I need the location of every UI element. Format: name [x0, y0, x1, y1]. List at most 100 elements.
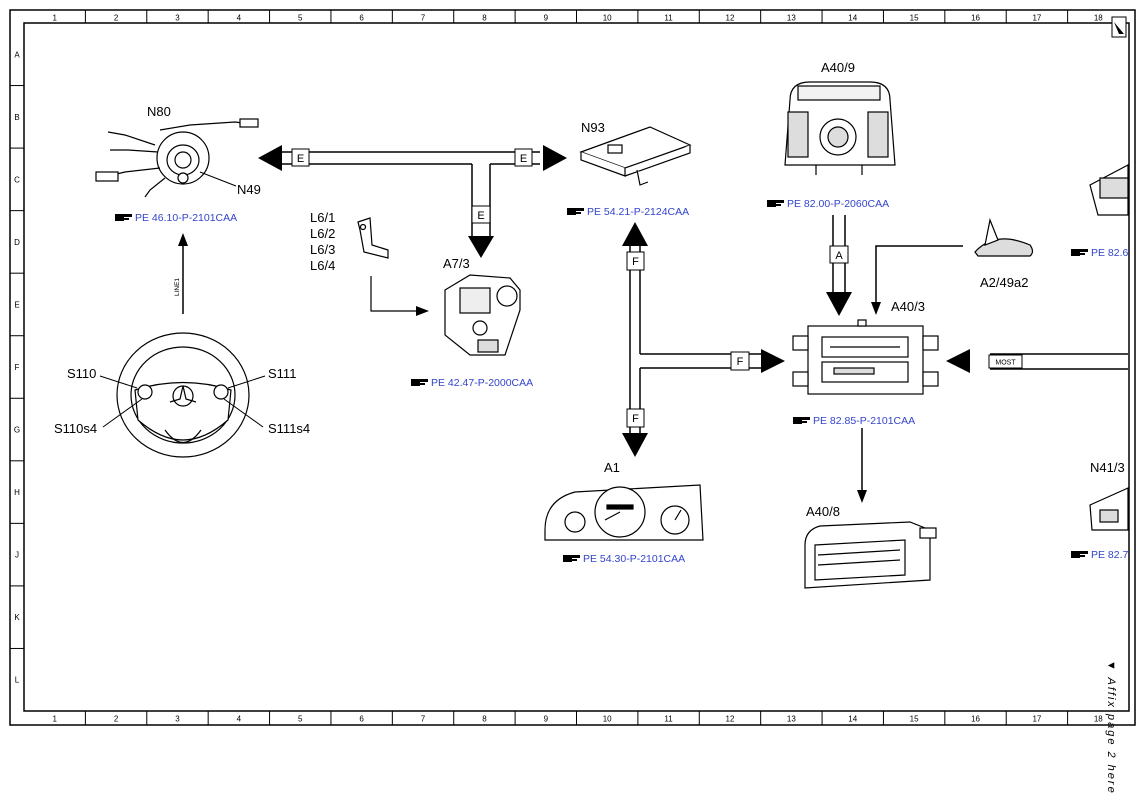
grid-column-label: 6 [359, 715, 364, 724]
grid-column-label: 2 [114, 715, 119, 724]
grid-column-label: 3 [175, 715, 180, 724]
ref-a40-9[interactable]: PE 82.00-P-2060CAA [767, 198, 889, 210]
grid-column-label: 4 [237, 715, 242, 724]
leader-lines [99, 171, 266, 428]
grid-labels: 1122334455667788991010111112121313141415… [14, 14, 1103, 724]
grid-row-label: E [14, 300, 19, 309]
grid-row-label: B [14, 113, 19, 122]
bus-label-e-right: E [514, 148, 533, 167]
ref-right-top-text[interactable]: PE 82.6 [1091, 247, 1129, 259]
grid-column-label: 13 [787, 14, 796, 23]
grid-row-label: C [14, 175, 20, 184]
grid-column-label: 10 [603, 715, 612, 724]
grid-column-label: 1 [52, 14, 57, 23]
label-n93: N93 [581, 120, 605, 135]
arrowheads [178, 145, 970, 503]
grid-column-label: 3 [175, 14, 180, 23]
grid-column-label: 4 [237, 14, 242, 23]
right-device-bottom-drawing [1089, 487, 1129, 531]
ref-n93-text[interactable]: PE 54.21-P-2124CAA [587, 206, 689, 218]
n80-drawing [95, 118, 259, 198]
svg-text:E: E [297, 153, 304, 165]
grid-column-label: 16 [971, 14, 980, 23]
ref-a7-3[interactable]: PE 42.47-P-2000CAA [411, 377, 533, 389]
grid-row-label: D [14, 238, 20, 247]
label-a2-49a2: A2/49a2 [980, 275, 1028, 290]
right-device-top-drawing [1089, 164, 1129, 216]
grid-row-label: J [15, 551, 19, 560]
label-s111: S111 [268, 366, 296, 381]
hand-pointer-icon [115, 214, 132, 221]
label-a40-9: A40/9 [821, 60, 855, 75]
grid-column-label: 2 [114, 14, 119, 23]
label-a40-8: A40/8 [806, 504, 840, 519]
grid-column-label: 7 [421, 14, 426, 23]
grid-column-label: 16 [971, 715, 980, 724]
ref-a1[interactable]: PE 54.30-P-2101CAA [563, 553, 685, 565]
hand-pointer-icon [567, 208, 584, 215]
svg-text:F: F [632, 256, 639, 268]
grid-column-label: 11 [664, 14, 673, 23]
grid-column-label: 6 [359, 14, 364, 23]
ref-a7-3-text[interactable]: PE 42.47-P-2000CAA [431, 377, 533, 389]
grid-row-label: K [14, 613, 20, 622]
ref-right-bottom-text[interactable]: PE 82.7 [1091, 549, 1129, 561]
a40-3-drawing [792, 319, 939, 395]
ref-right-bottom[interactable]: PE 82.7 [1071, 549, 1129, 561]
grid-ticks [10, 10, 1069, 725]
ref-a40-3-text[interactable]: PE 82.85-P-2101CAA [813, 415, 915, 427]
label-a7-3: A7/3 [443, 256, 470, 271]
grid-column-label: 11 [664, 715, 673, 724]
grid-column-label: 18 [1094, 715, 1103, 724]
a1-drawing [544, 484, 704, 541]
label-l6-3: L6/3 [310, 242, 335, 257]
line1-label: LINE1 [174, 278, 181, 296]
grid-row-label: F [15, 363, 20, 372]
grid-row-label: L [15, 676, 20, 685]
grid-column-label: 17 [1032, 14, 1041, 23]
grid-column-label: 15 [910, 715, 919, 724]
page-corner-icon [1111, 16, 1127, 38]
ref-n80[interactable]: PE 46.10-P-2101CAA [115, 212, 237, 224]
hand-pointer-icon [1071, 551, 1088, 558]
ref-a1-text[interactable]: PE 54.30-P-2101CAA [583, 553, 685, 565]
hand-pointer-icon [1071, 249, 1088, 256]
bus-label-f-down: F [626, 408, 645, 428]
ref-right-top[interactable]: PE 82.6 [1071, 247, 1129, 259]
svg-text:A: A [835, 250, 843, 262]
affix-note: ▼ Affix page 2 here ▼ [1105, 660, 1117, 797]
bus-label-e-left: E [291, 148, 310, 167]
a7-3-drawing [444, 274, 521, 356]
grid-column-label: 7 [421, 715, 426, 724]
svg-text:E: E [520, 153, 527, 165]
bus-label-e-down: E [471, 205, 491, 224]
grid-column-label: 8 [482, 715, 487, 724]
grid-column-label: 12 [726, 715, 735, 724]
grid-column-label: 10 [603, 14, 612, 23]
label-l6-4: L6/4 [310, 258, 335, 273]
svg-text:F: F [632, 413, 639, 425]
hand-pointer-icon [563, 555, 580, 562]
hand-pointer-icon [793, 417, 810, 424]
grid-column-label: 18 [1094, 14, 1103, 23]
a40-8-drawing [804, 521, 937, 589]
frame-outer [9, 9, 1136, 726]
label-s110s4: S110s4 [54, 421, 97, 436]
label-s110: S110 [67, 366, 96, 381]
grid-row-label: H [14, 488, 20, 497]
grid-column-label: 8 [482, 14, 487, 23]
ref-n80-text[interactable]: PE 46.10-P-2101CAA [135, 212, 237, 224]
n93-drawing [579, 126, 692, 186]
grid-column-label: 9 [544, 715, 549, 724]
a2-49a2-drawing [974, 217, 1034, 257]
label-a1: A1 [604, 460, 620, 475]
l6-drawing [357, 217, 389, 259]
ref-a40-3[interactable]: PE 82.85-P-2101CAA [793, 415, 915, 427]
ref-a40-9-text[interactable]: PE 82.00-P-2060CAA [787, 198, 889, 210]
grid-row-label: G [14, 426, 20, 435]
label-n49: N49 [237, 182, 261, 197]
grid-column-label: 5 [298, 715, 303, 724]
bus-label-most: MOST [988, 354, 1023, 369]
ref-n93[interactable]: PE 54.21-P-2124CAA [567, 206, 689, 218]
